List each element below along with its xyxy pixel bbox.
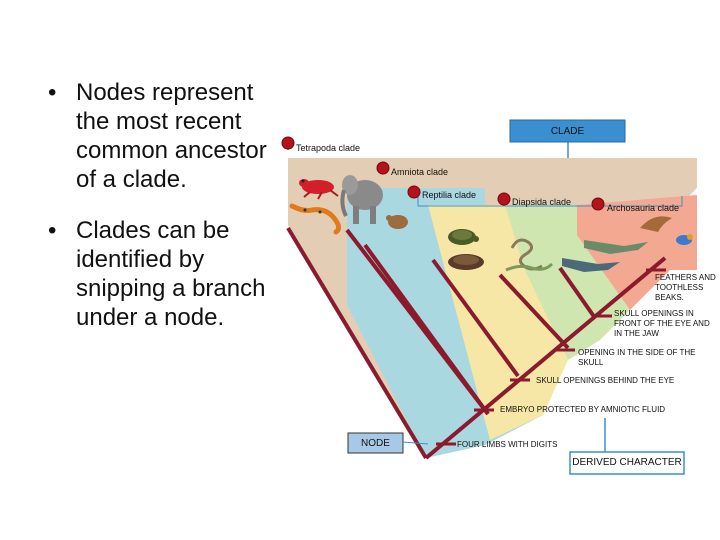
four-limbs-label: FOUR LIMBS WITH DIGITS: [457, 440, 558, 449]
amniota-clade-label: Amniota clade: [391, 167, 449, 177]
tortoise-illustration: [448, 254, 484, 270]
archosauria-band: [577, 195, 697, 310]
reptilia-clade-label: Reptilia clade: [422, 190, 477, 200]
clade-callout-box: [509, 119, 626, 143]
bullet-dot: •: [48, 79, 57, 106]
bullet-item-nodes: • Nodes represent the most recent common…: [48, 78, 278, 194]
salamander-illustration: [289, 203, 342, 235]
turtle-illustration: [448, 229, 479, 245]
mammal-branch: [363, 243, 490, 416]
amniota-node-dot: [376, 161, 390, 175]
amniota-trunk-branch: [424, 256, 667, 460]
bullet-item-clades: • Clades can be identified by snipping a…: [48, 216, 278, 332]
feathers-label: FEATHERS AND TOOTHLESS BEAKS.: [655, 273, 716, 302]
diapsida-node-dot: [497, 192, 511, 206]
elephant-illustration: [340, 175, 383, 224]
tetrapoda-node-dot: [281, 136, 295, 150]
lizard-branch: [498, 273, 570, 350]
crocodile-branch: [558, 266, 597, 320]
diapsida-clade-label: Diapsida clade: [512, 197, 572, 207]
skull-front-eye-label: SKULL OPENINGS IN FRONT OF THE EYE AND I…: [614, 309, 710, 338]
bullet-dot: •: [48, 217, 57, 244]
node-callout-line: [402, 441, 429, 445]
bird-illustration: [640, 216, 693, 245]
node-callout-label: NODE: [361, 438, 390, 449]
opening-side-label: OPENING IN THE SIDE OF THE SKULL: [578, 348, 696, 367]
crocodile-illustration: [562, 240, 648, 272]
archosauria-clade-label: Archosauria clade: [607, 203, 680, 213]
diapsida-band: [505, 205, 630, 360]
reptilia-node-dot: [407, 185, 421, 199]
bullet-text: Clades can be identified by snipping a b…: [76, 217, 266, 331]
derived-character-callout-label: DERIVED CHARACTER: [572, 457, 682, 468]
embryo-label: EMBRYO PROTECTED BY AMNIOTIC FLUID: [500, 405, 666, 414]
bullet-list: • Nodes represent the most recent common…: [48, 78, 278, 354]
turtle-branch: [431, 258, 520, 378]
lizard-illustration: [505, 262, 554, 272]
archosauria-node-dot: [591, 197, 605, 211]
reptilia-bracket-line: [417, 192, 683, 207]
frog-illustration: [299, 179, 339, 200]
node-callout-box: [347, 432, 404, 454]
derived-character-callout-box: [569, 451, 685, 475]
tetrapoda-clade-label: Tetrapoda clade: [296, 143, 361, 153]
bullet-text: Nodes represent the most recent common a…: [76, 79, 267, 193]
clade-callout-label: CLADE: [550, 126, 585, 137]
skull-behind-eye-label: SKULL OPENINGS BEHIND THE EYE: [536, 376, 675, 385]
main-trunk-branch: [286, 226, 428, 460]
rodent-illustration: [386, 215, 408, 229]
